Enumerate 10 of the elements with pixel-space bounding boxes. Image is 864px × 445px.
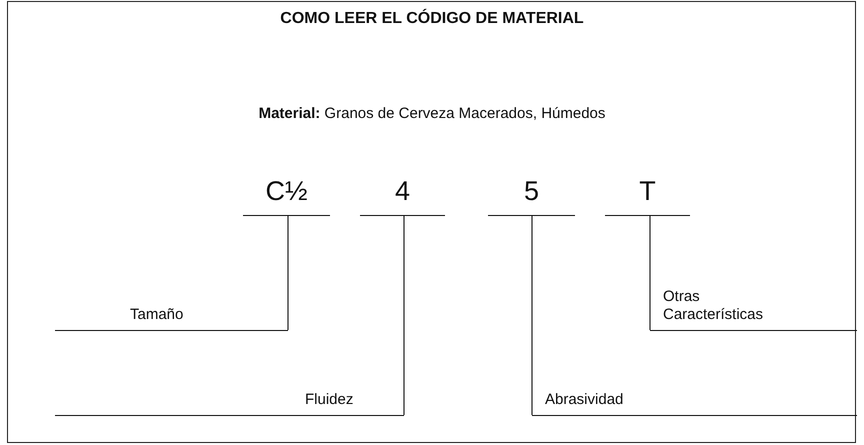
code-character: C½ (243, 168, 330, 216)
field-label: Otras Características (650, 272, 857, 331)
field-label: Abrasividad (532, 380, 857, 416)
field-label: Tamaño (55, 295, 288, 331)
code-character: 5 (488, 168, 575, 216)
code-character: 4 (360, 168, 445, 216)
code-character: T (605, 168, 690, 216)
diagram-title: COMO LEER EL CÓDIGO DE MATERIAL (279, 10, 585, 28)
material-line: Material: Granos de Cerveza Macerados, Húmedos (258, 105, 606, 122)
field-label: Fluidez (55, 380, 404, 416)
